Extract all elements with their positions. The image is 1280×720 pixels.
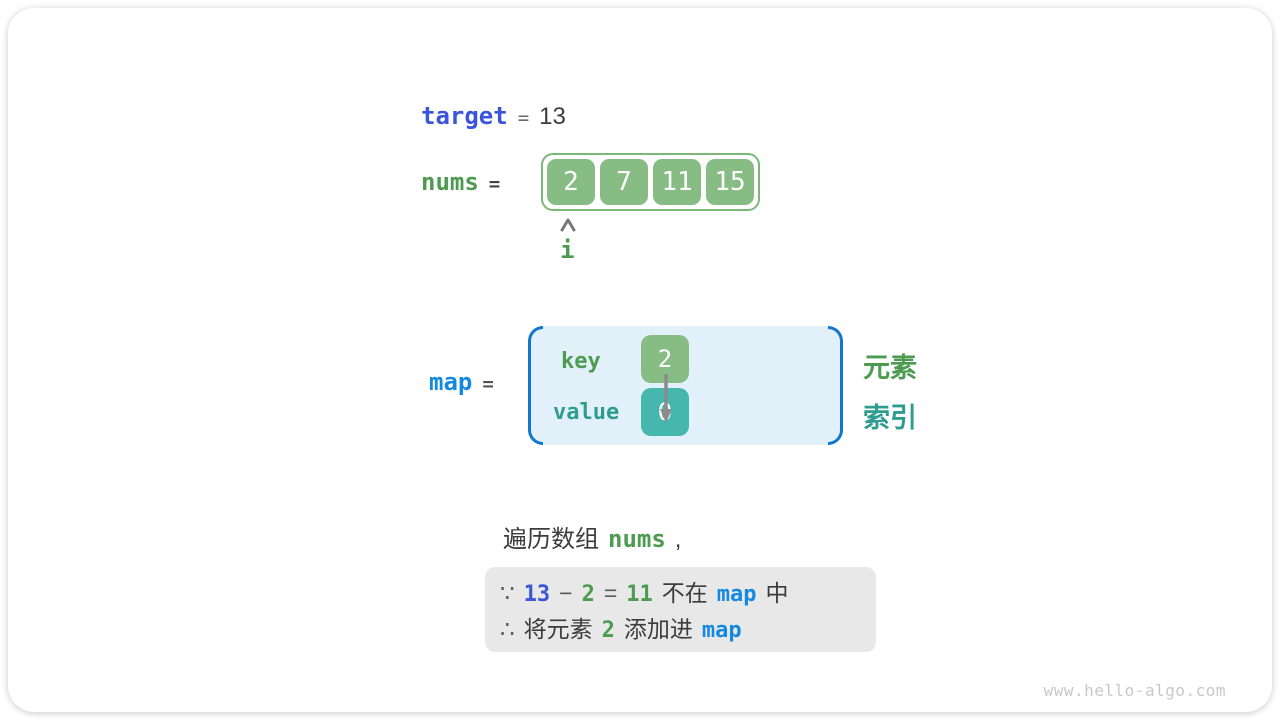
caption-line: 遍历数组 nums , — [503, 519, 681, 554]
note-added-element-value: 2 — [601, 618, 615, 643]
map-panel: key 2 value 0 — [528, 326, 843, 445]
caption-nums-code: nums — [608, 525, 666, 553]
array-cell: 15 — [706, 159, 754, 205]
because-symbol: ∵ — [500, 580, 515, 606]
index-pointer-label: i — [560, 236, 575, 264]
caption-text-before: 遍历数组 — [503, 526, 599, 553]
note-text-add-into: 添加进 — [623, 616, 693, 642]
target-line: target = 13 — [421, 102, 566, 131]
map-equals-sign: = — [482, 373, 494, 395]
nums-variable-name: nums — [421, 168, 479, 196]
map-variable-name: map — [429, 368, 473, 396]
note-difference-value: 11 — [626, 582, 653, 607]
diagram-card: target = 13 nums = 2 7 11 15 i map = key… — [8, 8, 1272, 712]
note-text-in-suffix: 中 — [765, 580, 789, 606]
key-to-value-arrow-icon — [659, 373, 673, 430]
map-value-label: value — [553, 400, 620, 425]
note-map-code-2: map — [701, 618, 742, 643]
therefore-symbol: ∴ — [500, 616, 515, 642]
note-text-not-in: 不在 — [661, 580, 708, 606]
nums-line: nums = — [421, 168, 500, 196]
array-cell: 7 — [600, 159, 648, 205]
index-pointer-icon — [559, 217, 577, 238]
left-bracket-icon — [528, 326, 543, 445]
legend-element-label: 元素 — [863, 353, 917, 383]
right-bracket-icon — [828, 326, 843, 445]
map-line: map = — [429, 368, 494, 396]
target-value: 13 — [539, 103, 566, 130]
note-text-add-element: 将元素 — [523, 616, 593, 642]
note-box: ∵ 13 − 2 = 11 不在 map 中 ∴ 将元素 2 添加进 map — [485, 567, 876, 652]
note-map-code: map — [716, 582, 757, 607]
target-variable-name: target — [421, 102, 508, 130]
legend-index-label: 索引 — [863, 403, 917, 433]
array-cell: 11 — [653, 159, 701, 205]
minus-sign: − — [559, 580, 573, 606]
caption-comma: , — [674, 526, 682, 553]
nums-equals-sign: = — [488, 173, 501, 195]
target-equals-sign: = — [517, 107, 530, 129]
website-watermark: www.hello-algo.com — [1043, 681, 1226, 700]
array-cell: 2 — [547, 159, 595, 205]
note-line-2: ∴ 将元素 2 添加进 map — [500, 612, 876, 648]
note-line-1: ∵ 13 − 2 = 11 不在 map 中 — [500, 576, 876, 612]
note-element-value: 2 — [581, 582, 595, 607]
map-key-label: key — [561, 349, 601, 374]
note-equals-sign: = — [603, 580, 618, 606]
note-target-value: 13 — [523, 582, 551, 607]
nums-array: 2 7 11 15 — [541, 153, 760, 211]
